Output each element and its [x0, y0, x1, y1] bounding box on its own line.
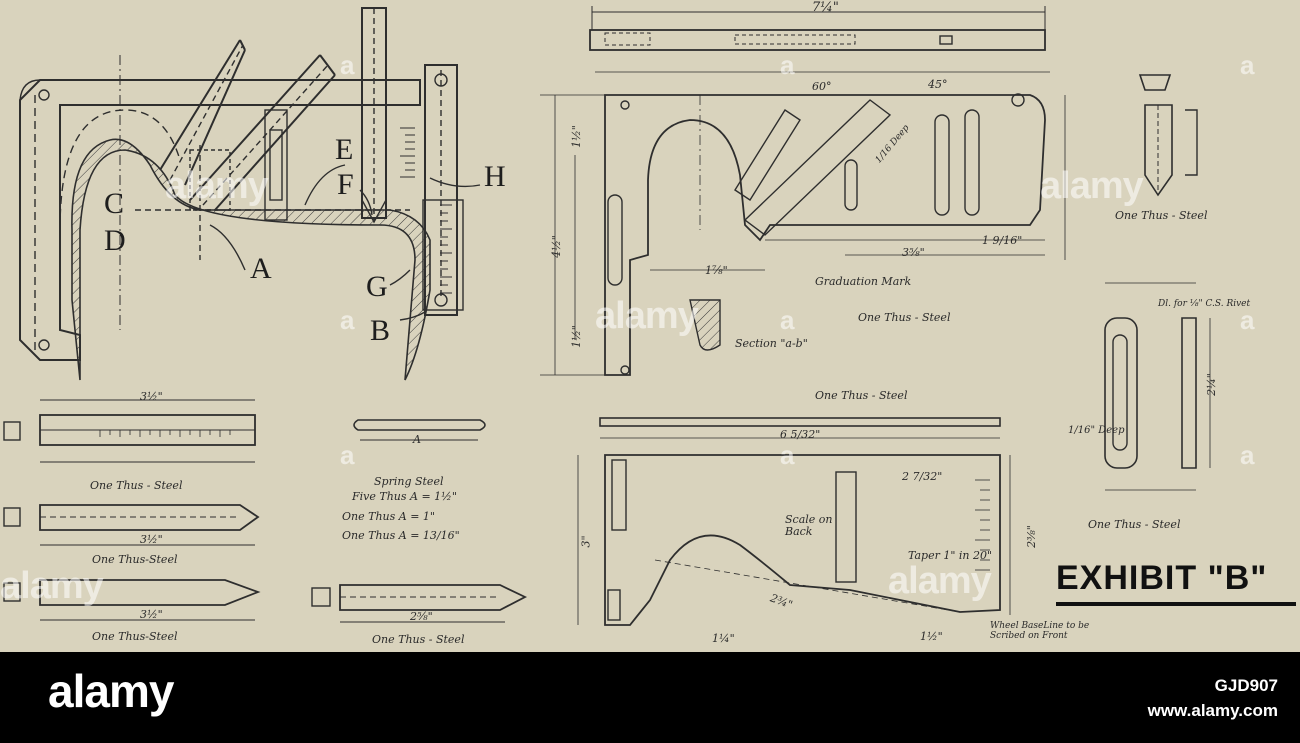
rule-two-note: One Thus-Steel: [92, 553, 178, 566]
label-d: D: [104, 224, 126, 257]
site-url: www.alamy.com: [1147, 701, 1278, 720]
label-b: B: [370, 314, 391, 347]
technical-drawing: [3, 6, 1211, 626]
dim-rule-length-3: 3½": [140, 608, 163, 621]
label-h: H: [484, 160, 506, 193]
graduation-mark-note: Graduation Mark: [815, 275, 912, 288]
lower-plate: [577, 417, 1011, 626]
spring-title: Spring Steel: [374, 475, 444, 488]
dim-plate-width: 4½": [549, 235, 563, 258]
dim-1-9-16: 1 9/16": [982, 234, 1023, 247]
dim-1-1-2: 1½": [920, 630, 943, 643]
dim-2-3-8: 2⅜": [1024, 525, 1038, 548]
image-id: GJD907: [1214, 676, 1278, 695]
watermark-letter: a: [780, 50, 795, 80]
drawing-sheet: E F H C D A G B One Thus - Steel One Thu…: [0, 0, 1300, 652]
footer-bar: [0, 652, 1300, 743]
dim-1-7-8: 1⅞": [705, 264, 728, 277]
watermark: alamy: [595, 295, 699, 337]
dim-blade-length: 2⅝": [410, 610, 433, 623]
dim-angle-45: 45°: [928, 78, 948, 91]
wheel-baseline-note: Wheel BaseLine to be Scribed on Front: [990, 621, 1090, 641]
spring-qty-2: One Thus A = 1": [342, 510, 435, 523]
spring-a-label: A: [413, 433, 421, 446]
rule-three-note: One Thus-Steel: [92, 630, 178, 643]
label-e: E: [335, 133, 354, 166]
rivet-note: Dl. for ⅛" C.S. Rivet: [1158, 299, 1251, 309]
dim-6-5-32: 6 5/32": [780, 428, 821, 441]
assembly-view: [19, 7, 481, 381]
watermark-letter: a: [780, 305, 795, 335]
plate-note: One Thus - Steel: [858, 311, 951, 324]
spring-qty-1: Five Thus A = 1½": [352, 490, 457, 503]
dim-plate-h1: 1½": [569, 125, 583, 148]
top-strip: [589, 6, 1046, 51]
watermark-letter: a: [1240, 440, 1255, 470]
watermark-letter: a: [340, 50, 355, 80]
spring-qty-3: One Thus A = 13/16": [342, 529, 460, 542]
blade-note: One Thus - Steel: [372, 633, 465, 646]
section-note: Section "a-b": [735, 337, 808, 350]
dim-plate-h2: 1½": [569, 325, 583, 348]
dim-3-5-8: 3⅝": [902, 246, 925, 259]
watermark: alamy: [0, 565, 104, 607]
dim-1-1-4: 1¼": [712, 632, 735, 645]
lower-plate-note: One Thus - Steel: [815, 389, 908, 402]
taper-note: Taper 1" in 20": [908, 549, 993, 562]
rule-one-note: One Thus - Steel: [90, 479, 183, 492]
exhibit-underline: [1056, 602, 1296, 606]
dim-2-1-4: 2¼": [1204, 373, 1218, 396]
watermark: alamy: [165, 165, 269, 207]
watermark-letter: a: [340, 305, 355, 335]
watermark-letter: a: [1240, 50, 1255, 80]
watermark-letter: a: [340, 440, 355, 470]
label-f: F: [337, 168, 354, 201]
dim-3: 3": [579, 535, 593, 548]
slot-depth-note: 1/16" Deep: [1068, 425, 1125, 436]
dim-2-7-32: 2 7/32": [902, 470, 943, 483]
main-plate: [540, 71, 1066, 376]
scale-back-note: Scale on Back: [785, 513, 833, 539]
watermark-letter: a: [780, 440, 795, 470]
alamy-logo: alamy: [48, 665, 174, 717]
label-g: G: [366, 270, 388, 303]
label-c: C: [104, 187, 125, 220]
dim-rule-length-2: 3½": [140, 533, 163, 546]
label-a: A: [250, 252, 272, 285]
watermark-letter: a: [1240, 305, 1255, 335]
watermark: alamy: [888, 560, 992, 602]
dim-top-length: 7¼": [812, 0, 839, 15]
dim-angle-60: 60°: [812, 80, 832, 93]
dim-rule-length-1: 3½": [140, 390, 163, 403]
small-parts: [3, 399, 528, 623]
clip-part: [1104, 282, 1211, 491]
pin-note: One Thus - Steel: [1115, 209, 1208, 222]
exhibit-title: EXHIBIT "B": [1056, 559, 1268, 597]
pin-part: [1138, 74, 1198, 197]
watermark: alamy: [1040, 165, 1144, 207]
clip-note: One Thus - Steel: [1088, 518, 1181, 531]
